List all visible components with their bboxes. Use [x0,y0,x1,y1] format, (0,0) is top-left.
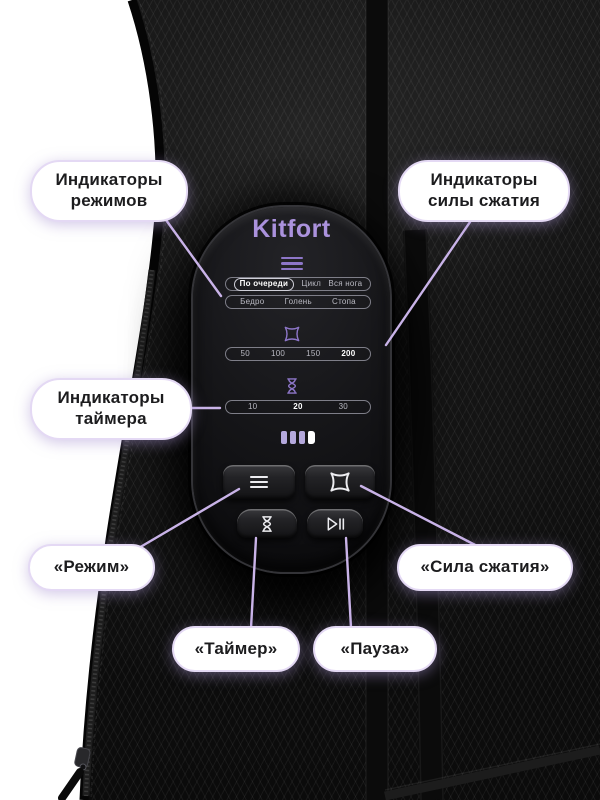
mode-indicators-row-2: Бедро Голень Стопа [225,295,371,309]
menu-indicator-icon [280,257,303,271]
led-bar [299,431,305,444]
zone-option: Бедро [240,297,265,306]
control-panel: Kitfort По очереди Цикл Вся нога Бедро Г… [193,207,390,572]
callout-line: «Режим» [53,557,130,577]
pressure-option: 150 [306,349,321,358]
pressure-button[interactable] [305,465,375,499]
callout-line: таймера [75,409,147,428]
hourglass-icon [286,378,297,394]
mode-button[interactable] [223,465,295,499]
mode-option: Вся нога [328,279,363,288]
pressure-indicators-row: 50 100 150 200 [225,347,371,361]
mode-indicators-row-1: По очереди Цикл Вся нога [225,277,371,291]
timer-option-active: 20 [293,402,303,411]
compression-frame-icon [284,326,299,342]
callout-line: «Таймер» [194,638,278,658]
callout-line: режимов [70,191,148,210]
led-bar [290,431,296,444]
callout-timer-button: «Таймер» [172,626,300,672]
callout-pressure-indicators: Индикаторы силы сжатия [398,160,570,222]
play-pause-icon [327,516,345,531]
timer-indicators-row: 10 20 30 [225,400,371,414]
timer-option: 10 [247,402,258,411]
timer-button[interactable] [237,509,297,538]
mode-option: Цикл [301,279,322,288]
hourglass-icon [262,515,272,532]
callout-pressure-button: «Сила сжатия» [397,544,573,591]
compression-frame-icon [330,472,350,492]
pressure-option: 100 [271,349,286,358]
led-bar [281,431,287,444]
timer-option: 30 [338,402,349,411]
callout-pause-button: «Пауза» [313,626,437,672]
mode-option-active: По очереди [233,277,295,291]
callout-line: «Пауза» [340,638,410,658]
led-bar-white [308,431,315,444]
zone-option: Стопа [332,297,356,306]
pause-button[interactable] [307,509,363,538]
zone-option: Голень [284,297,312,306]
pressure-option: 50 [240,349,250,358]
menu-lines-icon [249,475,269,489]
callout-line: «Сила сжатия» [420,557,550,577]
brand-logo: Kitfort [252,215,331,243]
callout-line: Индикаторы [430,170,538,190]
callout-line: Индикаторы [55,170,163,190]
callout-line: силы сжатия [427,191,540,210]
led-level-bars [281,431,315,444]
callout-timer-indicators: Индикаторы таймера [30,378,192,440]
callout-mode-button: «Режим» [28,544,155,591]
callout-mode-indicators: Индикаторы режимов [30,160,188,222]
callout-line: Индикаторы [57,388,165,408]
pressure-option-active: 200 [341,349,356,358]
